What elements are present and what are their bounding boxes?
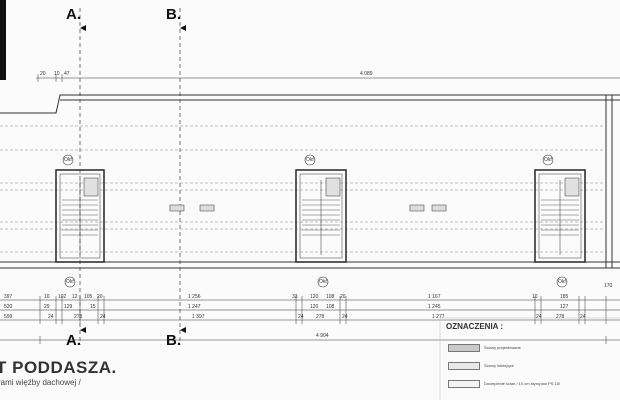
stair-2-bottom-tag: Okf [319,279,327,285]
row2-dim: 129 [64,304,73,310]
top-dim-3: 47 [64,71,70,77]
row1-dim: 20 [97,294,103,300]
stair-core-1 [55,154,105,288]
section-a-top-label: A. [66,6,81,23]
row2-dim: 127 [560,304,569,310]
stair-1-bottom-tag: Okf [66,279,74,285]
section-b-bottom-label: B. [166,332,181,349]
row3-dim: 24 [100,314,106,320]
legend-swatch-insulation [448,380,480,388]
section-a-bottom-label: A. [66,332,81,349]
row1-dim: 12 [72,294,78,300]
row3-dim: 1 277 [432,314,445,320]
drawing-subtitle: rami więźby dachowej / [0,378,81,387]
row2-dim: 1 245 [428,304,441,310]
row1-dim: 10 [532,294,538,300]
top-dim-2: 10 [54,71,60,77]
row2-dim: 15 [90,304,96,310]
row2-dim: 520 [4,304,13,310]
row2-dim: 1 247 [188,304,201,310]
row3-dim: 24 [298,314,304,320]
row1-dim: 1 256 [188,294,201,300]
legend-label-existing-walls: Ściany istniejące [484,363,514,368]
stair-3-bottom-tag: Okf [558,279,566,285]
stair-3-top-tag: Okf [544,157,552,163]
row1-dim: 10 [44,294,50,300]
row1-dim: 397 [4,294,13,300]
row3-dim: 24 [580,314,586,320]
right-dimension: 170 [604,283,613,289]
drawing-title: T PODDASZA. [0,358,117,377]
bottom-dimension-lines [0,299,620,341]
row3-dim: 24 [342,314,348,320]
row1-dim: 120 [310,294,319,300]
row3-dim: 278 [556,314,565,320]
legend-swatch-designed-walls [448,344,480,352]
roof-windows [169,204,447,212]
row1-dim: 33 [292,294,298,300]
section-lines [79,8,181,345]
row1-dim: 1 167 [428,294,441,300]
row1-dim: 105 [84,294,93,300]
section-b-top-label: B. [166,6,181,23]
row2-dim: 120 [310,304,319,310]
row1-dim: 185 [560,294,569,300]
legend-title: OZNACZENIA : [446,322,504,331]
row2-dim: 29 [44,304,50,310]
row3-dim: 24 [48,314,54,320]
scan-edge [0,0,6,80]
overall-bottom-dimension: 4 904 [316,333,329,339]
stair-1-top-tag: Okf [64,157,72,163]
stair-2-top-tag: Okf [306,157,314,163]
row3-dim: 1 397 [192,314,205,320]
top-dimension [36,74,620,82]
legend-label-insulation: Docieplenie ścian / 10 cm styropian PS 1… [484,381,561,386]
row3-dim: 278 [316,314,325,320]
legend-swatch-existing-walls [448,362,480,370]
legend-label-designed-walls: Ściany projektowane [484,345,521,350]
row1-dim: 102 [58,294,67,300]
top-dim-1: 20 [40,71,46,77]
dimension-ticks [39,296,607,344]
row1-dim: 20 [340,294,346,300]
legend-frame [439,317,620,400]
row2-dim: 108 [326,304,335,310]
section-arrows [80,25,186,333]
row3-dim: 24 [536,314,542,320]
overall-top-dimension: 4 089 [360,71,373,77]
stair-core-2 [295,154,347,288]
stair-core-3 [534,154,586,288]
row3-dim: 278 [74,314,83,320]
beam-lines [0,125,606,253]
row3-dim: 599 [4,314,13,320]
row1-dim: 108 [326,294,335,300]
